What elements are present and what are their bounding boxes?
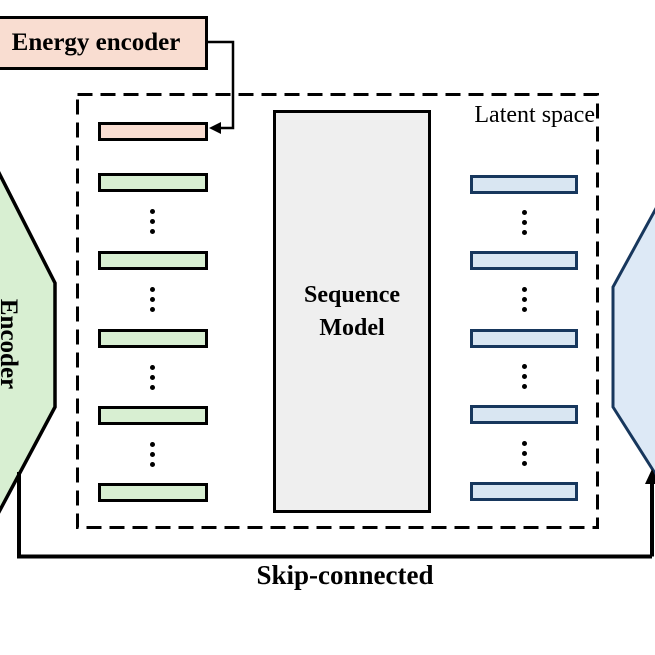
ellipsis-dot-icon (149, 307, 155, 312)
ellipsis-dot-icon (521, 287, 527, 292)
ellipsis-dot-icon (149, 297, 155, 302)
latent-space-label: Latent space (474, 102, 595, 128)
sequence-model-label-line2: Model (319, 314, 385, 341)
skip-connected-label: Skip-connected (256, 560, 434, 590)
ellipsis-dot-icon (521, 230, 527, 235)
ellipsis-dot-icon (521, 210, 527, 215)
latent-bar-blue-right-2 (470, 329, 578, 348)
latent-bar-green-left-4 (98, 406, 208, 425)
ellipsis-dot-icon (521, 440, 527, 446)
latent-bar-green-left-1 (98, 173, 208, 192)
ellipsis-dot-icon (521, 297, 527, 302)
sequence-model-label-line1: Sequence (304, 281, 400, 308)
ellipsis-dot-icon (521, 364, 527, 369)
ellipsis-dot-icon (149, 209, 155, 214)
latent-bar-blue-right-4 (470, 482, 578, 501)
latent-bar-blue-right-3 (470, 405, 578, 424)
ellipsis-dot-icon (521, 307, 527, 312)
ellipsis-dot-icon (521, 450, 527, 456)
ellipsis-dot-icon (521, 460, 527, 466)
ellipsis-dot-icon (149, 229, 155, 234)
latent-bar-blue-right-1 (470, 251, 578, 270)
ellipsis-dot-icon (521, 220, 527, 225)
ellipsis-dot-icon (521, 384, 527, 389)
latent-bar-green-left-5 (98, 483, 208, 502)
ellipsis-dot-icon (149, 219, 155, 224)
ellipsis-dot-icon (521, 374, 527, 379)
ellipsis-dot-icon (149, 287, 155, 292)
energy-encoder-label: Energy encoder (11, 29, 181, 56)
decoder-shape (611, 207, 655, 477)
latent-space-dashed-border (76, 93, 599, 529)
energy-encoder-arrow (207, 40, 235, 130)
ellipsis-dot-icon (149, 451, 155, 457)
encoder-label: Encoder (0, 298, 22, 390)
latent-bar-energy-left-0 (98, 122, 208, 141)
encoder-shape (0, 171, 57, 514)
energy-encoder-arrowhead-icon (209, 122, 221, 134)
skip-connection-arrowhead-icon (645, 469, 655, 484)
ellipsis-dot-icon (149, 461, 155, 467)
skip-connection-line (17, 472, 654, 559)
latent-bar-blue-right-0 (470, 175, 578, 194)
ellipsis-dot-icon (149, 384, 155, 390)
latent-bar-green-left-2 (98, 251, 208, 270)
ellipsis-dot-icon (149, 364, 155, 370)
sequence-model-box: Sequence Model (273, 110, 431, 513)
energy-encoder-box: Energy encoder (0, 16, 208, 70)
latent-bar-green-left-3 (98, 329, 208, 348)
ellipsis-dot-icon (149, 441, 155, 447)
ellipsis-dot-icon (149, 374, 155, 380)
